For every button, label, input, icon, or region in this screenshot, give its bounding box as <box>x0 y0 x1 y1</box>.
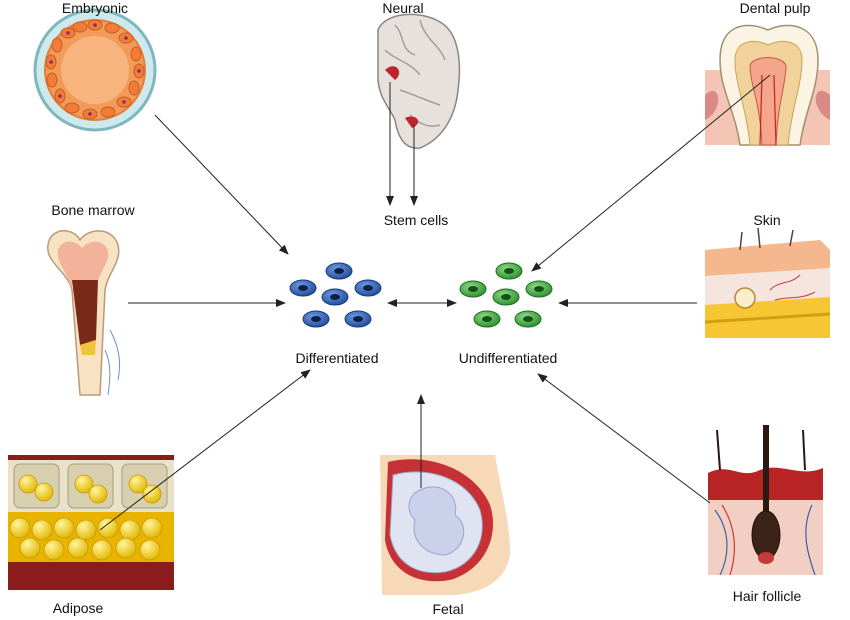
arrows <box>99 74 771 531</box>
fetal-illustration <box>380 455 511 595</box>
label-adipose: Adipose <box>52 600 104 616</box>
undifferentiated-cell <box>514 310 542 328</box>
arrow-adipose <box>99 369 311 531</box>
undifferentiated-cell <box>473 310 501 328</box>
differentiated-cell <box>321 288 349 306</box>
arrow-hair-follicle <box>537 373 711 504</box>
label-embryonic: Embryonic <box>61 0 129 16</box>
bone-marrow-illustration <box>47 230 121 396</box>
differentiated-cell <box>289 279 317 297</box>
differentiated-cell <box>325 262 353 280</box>
label-undifferentiated: Undifferentiated <box>458 350 558 366</box>
embryonic-illustration <box>33 8 157 132</box>
dental-pulp-illustration <box>705 24 830 146</box>
undifferentiated-cell-cluster <box>459 262 553 328</box>
arrow-dental-pulp <box>531 74 771 272</box>
label-stem-cells: Stem cells <box>383 212 449 228</box>
adipose-illustration <box>8 455 174 590</box>
label-hair-follicle: Hair follicle <box>732 588 802 604</box>
label-fetal: Fetal <box>432 601 464 617</box>
differentiated-cell <box>302 310 330 328</box>
label-dental-pulp: Dental pulp <box>739 0 811 16</box>
label-neural: Neural <box>382 0 424 16</box>
differentiated-cell-cluster <box>289 262 382 328</box>
skin-illustration <box>704 227 831 338</box>
label-differentiated: Differentiated <box>295 350 379 366</box>
label-bone-marrow: Bone marrow <box>51 202 135 218</box>
arrow-embryonic <box>154 114 289 255</box>
label-skin: Skin <box>753 212 781 228</box>
undifferentiated-cell <box>492 288 520 306</box>
neural-illustration <box>377 13 461 149</box>
undifferentiated-cell <box>459 280 487 298</box>
differentiated-cell <box>354 279 382 297</box>
undifferentiated-cell <box>525 280 553 298</box>
hair-follicle-illustration <box>708 425 823 576</box>
differentiated-cell <box>344 310 372 328</box>
undifferentiated-cell <box>495 262 523 280</box>
